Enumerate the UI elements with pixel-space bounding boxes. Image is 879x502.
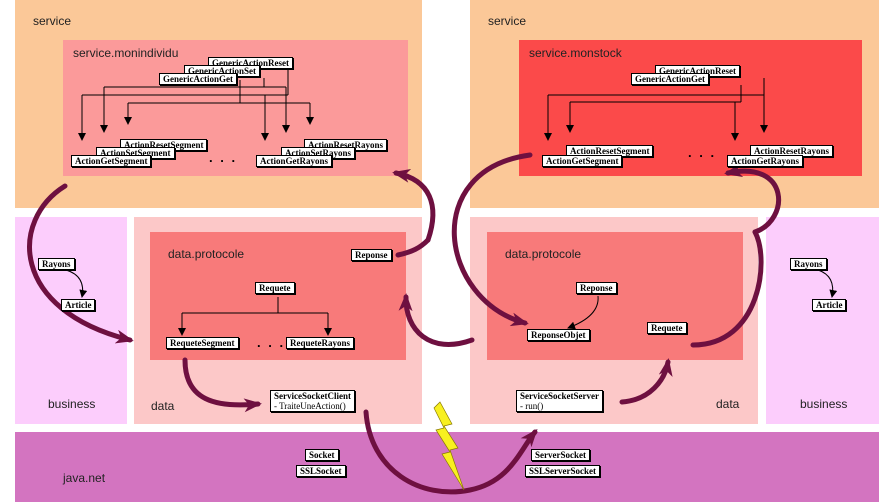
right-generic-action-get: GenericActionGet xyxy=(631,73,709,85)
right-business-layer xyxy=(766,217,879,424)
left-protocol-tree xyxy=(178,297,332,336)
left-business-layer xyxy=(15,217,127,424)
left-action-get-segment: ActionGetSegment xyxy=(71,155,152,167)
right-protocol-reponse-objet: ReponseObjet xyxy=(527,329,590,341)
lightning-bolt-icon xyxy=(433,401,465,491)
service-socket-server-name: ServiceSocketServer xyxy=(520,391,599,401)
right-business-article: Article xyxy=(812,299,847,311)
service-socket-client-name: ServiceSocketClient xyxy=(274,391,351,401)
left-protocol-label: data.protocole xyxy=(168,247,245,261)
service-socket-client: ServiceSocketClient - TraiteUneAction() xyxy=(270,390,355,412)
left-package-label: service.monindividu xyxy=(73,46,179,60)
left-generic-action-get: GenericActionGet xyxy=(159,73,237,85)
flow-arrows xyxy=(27,152,781,495)
javanet-ssl-server-socket: SSLServerSocket xyxy=(525,465,600,477)
right-package-label: service.monstock xyxy=(529,46,622,60)
javanet-socket: Socket xyxy=(305,449,339,461)
javanet-server-socket: ServerSocket xyxy=(531,449,590,461)
left-business-article: Article xyxy=(61,299,96,311)
service-socket-server-method: - run() xyxy=(520,401,544,411)
left-protocol-reponse: Reponse xyxy=(351,249,392,261)
left-data-label: data xyxy=(151,399,175,413)
left-protocol-requete-rayons: RequeteRayons xyxy=(286,337,354,349)
javanet-ssl-socket: SSLSocket xyxy=(296,465,346,477)
left-actions-ellipsis: . . . xyxy=(209,150,238,165)
left-protocol-requete: Requete xyxy=(255,282,295,294)
left-action-get-rayons: ActionGetRayons xyxy=(256,155,332,167)
right-protocol-reponse: Reponse xyxy=(576,282,617,294)
left-protocol-requete-segment: RequeteSegment xyxy=(166,337,239,349)
right-actions-ellipsis: . . . xyxy=(688,145,717,160)
right-action-get-segment: ActionGetSegment xyxy=(542,155,623,167)
service-socket-client-method: - TraiteUneAction() xyxy=(274,401,346,411)
right-protocol-label: data.protocole xyxy=(505,247,582,261)
right-data-label: data xyxy=(716,397,740,411)
right-action-get-rayons: ActionGetRayons xyxy=(727,155,803,167)
left-business-label: business xyxy=(48,397,96,411)
right-protocol-arrow xyxy=(567,295,599,330)
right-business-label: business xyxy=(800,397,848,411)
left-protocol-ellipsis: . . . xyxy=(257,335,286,350)
left-service-tree xyxy=(78,70,314,141)
javanet-label: java.net xyxy=(63,471,106,485)
left-business-arrow xyxy=(65,269,88,298)
right-business-rayons: Rayons xyxy=(790,258,827,270)
right-service-tree xyxy=(544,78,768,141)
right-protocol-requete: Requete xyxy=(647,322,687,334)
left-business-rayons: Rayons xyxy=(38,258,75,270)
service-socket-server: ServiceSocketServer - run() xyxy=(516,390,603,412)
right-service-label: service xyxy=(488,14,527,28)
right-business-arrow xyxy=(817,269,838,298)
left-service-label: service xyxy=(33,14,72,28)
